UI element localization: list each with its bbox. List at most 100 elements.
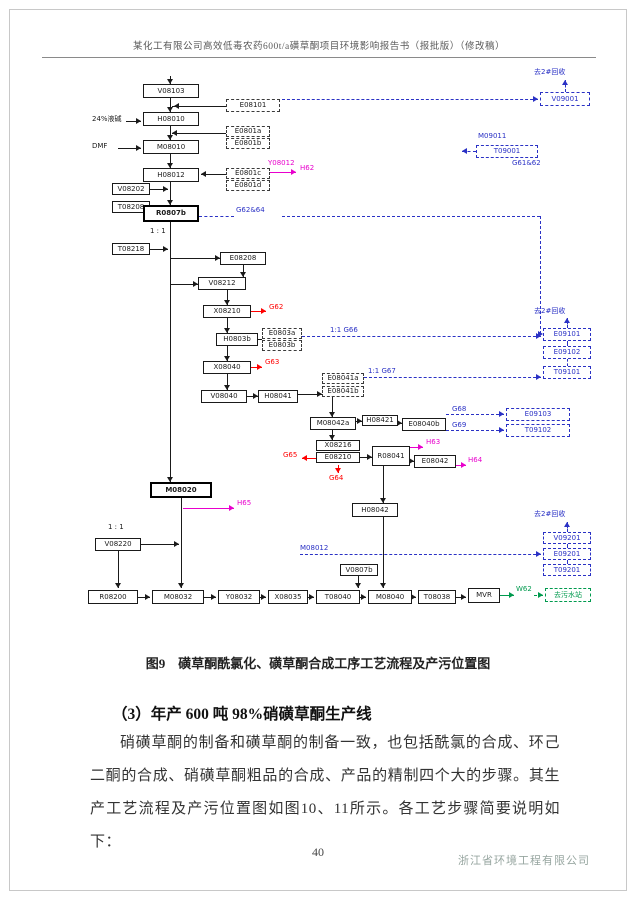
flow-label-1 : 1: 1 : 1 [108, 523, 124, 531]
flow-arrowhead-icon [167, 200, 173, 205]
flow-line [150, 249, 168, 250]
flow-node-V08202: V08202 [112, 183, 150, 195]
flow-node-V08103: V08103 [143, 84, 199, 98]
flow-arrowhead-icon [564, 318, 570, 323]
flow-line [282, 216, 540, 217]
flow-line [183, 508, 234, 509]
flow-arrowhead-icon [163, 186, 168, 192]
flow-arrowhead-icon [461, 462, 466, 468]
flow-label-1:1 G67: 1:1 G67 [368, 367, 396, 375]
flow-arrowhead-icon [461, 594, 466, 600]
flow-line [204, 597, 216, 598]
flow-node-H08041: H08041 [258, 390, 298, 403]
flow-line [170, 258, 220, 259]
flow-arrowhead-icon [136, 118, 141, 124]
flow-node-T09102: T09102 [506, 424, 570, 437]
flow-node-E0803b: E0803b [262, 340, 302, 351]
flow-node-E09103: E09103 [506, 408, 570, 421]
flow-line [410, 447, 423, 448]
flow-line [126, 121, 141, 122]
flow-node-E0801c: E0801c [226, 168, 270, 179]
flow-line [302, 336, 541, 337]
flow-arrowhead-icon [167, 107, 173, 112]
figure-caption: 图9 磺草酮酰氯化、磺草酮合成工序工艺流程及产污位置图 [145, 656, 491, 671]
flow-arrowhead-icon [172, 130, 177, 136]
flow-line [300, 554, 541, 555]
flow-line [247, 396, 258, 397]
flow-line [567, 341, 568, 346]
flow-arrowhead-icon [533, 96, 538, 102]
flow-node-X08216: X08216 [316, 440, 360, 451]
flow-node-E08210: E08210 [316, 452, 360, 463]
flow-node-Y08032: Y08032 [218, 590, 260, 604]
flow-node-T08218: T08218 [112, 243, 150, 255]
flow-node-H08042: H08042 [352, 503, 398, 517]
flow-node-T09201: T09201 [543, 564, 591, 576]
flow-node-E09102: E09102 [543, 346, 591, 359]
flow-arrowhead-icon [163, 246, 168, 252]
flow-arrowhead-icon [253, 393, 258, 399]
flow-label-H64: H64 [468, 456, 483, 464]
flow-line [358, 576, 359, 588]
flow-line [227, 290, 228, 305]
body-paragraph: 硝磺草酮的制备和磺草酮的制备一致，也包括酰氯的合成、环己二酮的合成、硝磺草酮粗品… [90, 735, 560, 850]
flow-arrowhead-icon [167, 135, 173, 140]
flow-arrowhead-icon [136, 145, 141, 151]
flow-arrowhead-icon [329, 435, 335, 440]
flow-line [302, 458, 316, 459]
flow-label-W62: W62 [516, 585, 532, 593]
flow-line [227, 374, 228, 390]
flow-label-G65: G65 [283, 451, 298, 459]
flow-line [360, 457, 372, 458]
section-heading: （3）年产 600 吨 98%硝磺草酮生产线 [112, 706, 372, 723]
flow-arrowhead-icon [536, 333, 541, 339]
flow-arrowhead-icon [357, 418, 362, 424]
flow-arrowhead-icon [499, 427, 504, 433]
flow-line [201, 174, 226, 175]
flow-node-H08010: H08010 [143, 112, 199, 126]
flow-arrowhead-icon [355, 583, 361, 588]
flow-line [567, 522, 568, 532]
flow-node-R08200: R08200 [88, 590, 138, 604]
flow-node-V09201: V09201 [543, 532, 591, 544]
flow-node-H08421: H08421 [362, 415, 398, 426]
flow-node-E08208: E08208 [220, 252, 266, 265]
flow-label-去2#回收: 去2#回收 [534, 307, 566, 315]
flow-label-G62: G62 [269, 303, 284, 311]
flow-node-T08038: T08038 [418, 590, 456, 604]
flow-arrowhead-icon [224, 385, 230, 390]
flow-arrowhead-icon [257, 364, 262, 370]
flow-arrowhead-icon [224, 328, 230, 333]
flow-label-M08012: M08012 [300, 544, 329, 552]
flow-arrowhead-icon [418, 444, 423, 450]
flow-line [298, 394, 322, 395]
flow-label-G68: G68 [452, 405, 467, 413]
flow-node-E0801b: E0801b [226, 138, 270, 149]
flow-node-V09001: V09001 [540, 92, 590, 106]
flow-line [567, 318, 568, 328]
flow-arrowhead-icon [115, 583, 121, 588]
flow-node-M08042a: M08042a [310, 417, 356, 430]
flow-arrowhead-icon [562, 80, 568, 85]
flow-arrowhead-icon [361, 594, 366, 600]
flow-line [500, 595, 514, 596]
flow-line [199, 216, 234, 217]
flow-line [567, 560, 568, 564]
flow-node-V08040: V08040 [201, 390, 247, 403]
flow-arrowhead-icon [302, 455, 307, 461]
flow-node-T09001: T09001 [476, 145, 538, 158]
flow-line [118, 148, 141, 149]
flow-label-去2#回收: 去2#回收 [534, 68, 566, 76]
flow-node-E0801a: E0801a [226, 126, 270, 137]
flow-node-E0803a: E0803a [262, 328, 302, 339]
flow-node-E08040b: E08040b [402, 418, 446, 431]
flow-node-H0803b: H0803b [216, 333, 258, 346]
flow-line [170, 98, 171, 112]
flow-arrowhead-icon [397, 420, 402, 426]
flow-arrowhead-icon [145, 594, 150, 600]
flow-arrowhead-icon [462, 148, 467, 154]
flow-line [150, 189, 168, 190]
flow-label-24%液碱: 24%液碱 [92, 115, 122, 123]
flow-label-DMF: DMF [92, 142, 108, 150]
